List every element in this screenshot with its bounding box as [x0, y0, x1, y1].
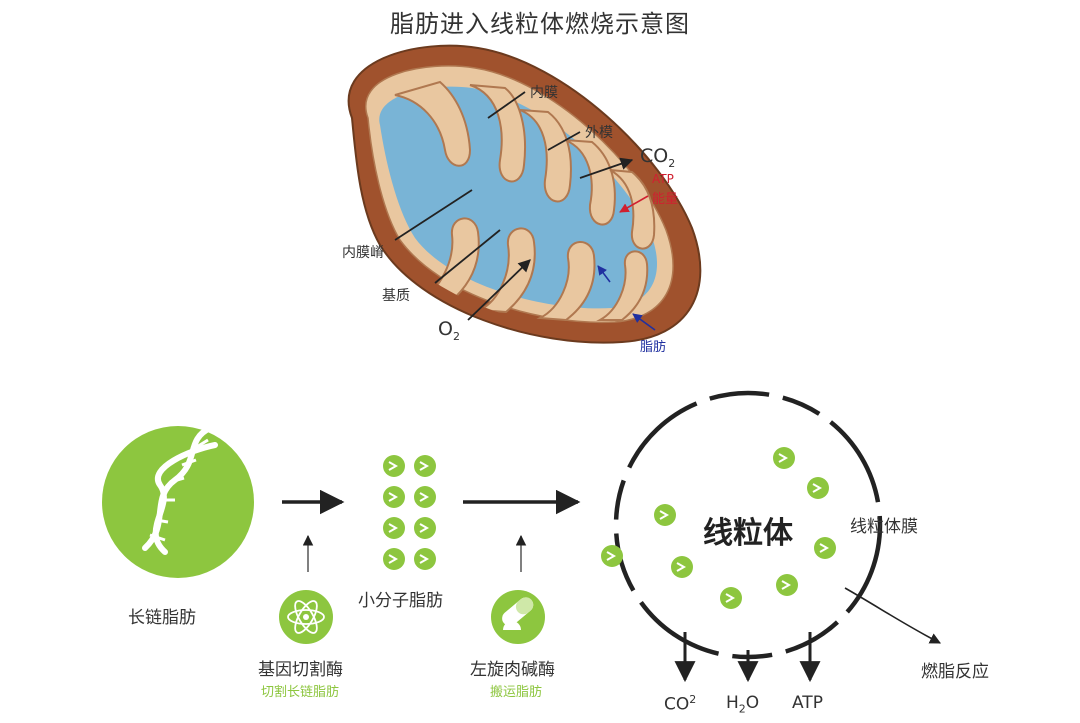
- mitochondrion-illustration: [347, 44, 702, 344]
- pointer-matrix: [434, 229, 501, 284]
- output-co2: CO2: [664, 693, 697, 715]
- output-h2o: H2O: [726, 693, 760, 716]
- label-inner-membrane: 内膜: [530, 85, 558, 101]
- label-enzyme1: 基因切割酶: [258, 660, 343, 680]
- pointer-fat-in: [597, 265, 611, 283]
- label-enzyme1-sub: 切割长链脂肪: [261, 685, 340, 700]
- gene-enzyme-icon: [279, 590, 333, 644]
- pointer-energy: [619, 195, 649, 213]
- label-mitochondria: 线粒体: [703, 516, 793, 551]
- cristae-folds: [394, 80, 656, 322]
- pointer-outer-membrane: [547, 131, 581, 151]
- output-atp: ATP: [792, 693, 823, 713]
- label-fat-burning: 燃脂反应: [921, 662, 989, 682]
- diagram-title: 脂肪进入线粒体燃烧示意图: [390, 10, 690, 38]
- label-co2: CO2: [640, 145, 676, 170]
- pointer-o2: [467, 259, 531, 321]
- label-energy: 能量: [652, 192, 679, 207]
- label-o2: O2: [438, 318, 460, 343]
- label-outer-membrane: 外模: [585, 125, 613, 141]
- label-mito-membrane: 线粒体膜: [850, 517, 918, 537]
- small-fat-molecules: [383, 455, 436, 570]
- pointer-cristae: [394, 189, 473, 241]
- label-atp: ATP: [652, 172, 674, 186]
- label-enzyme2-sub: 搬运脂肪: [490, 685, 543, 700]
- label-fat: 脂肪: [640, 340, 667, 355]
- label-matrix: 基质: [382, 288, 410, 304]
- arrow-fat-burning: [844, 587, 941, 644]
- label-enzyme2: 左旋肉碱酶: [470, 660, 555, 680]
- pointer-inner-membrane: [487, 91, 526, 119]
- label-long-chain-fat: 长链脂肪: [128, 608, 196, 628]
- long-chain-fat-icon: [102, 425, 254, 578]
- pointer-fat: [632, 313, 656, 331]
- pointer-co2: [579, 157, 634, 179]
- carnitine-enzyme-icon: [491, 590, 545, 644]
- label-small-fat: 小分子脂肪: [358, 591, 443, 611]
- mito-pointers: [394, 91, 634, 321]
- label-cristae: 内膜嵴: [342, 245, 384, 261]
